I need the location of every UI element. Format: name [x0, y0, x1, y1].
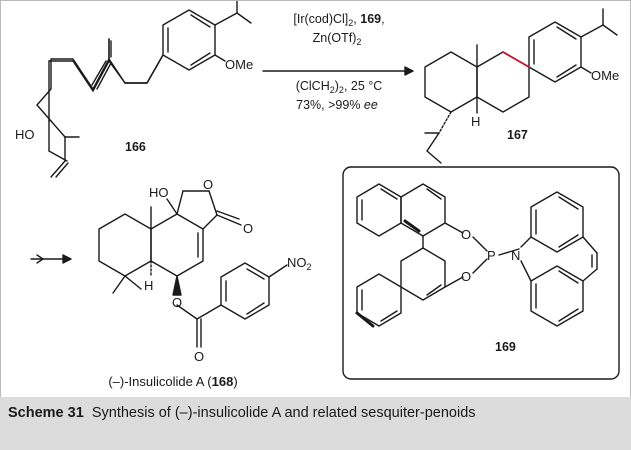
ligand-169-n-label: N: [511, 248, 520, 263]
compound-166-structure: [48, 1, 252, 162]
compound-168-h-label: H: [144, 278, 153, 293]
compound-166-ome-label: OMe: [225, 57, 253, 72]
ligand-169-p-label: P: [487, 248, 496, 263]
reaction-arrow: [262, 66, 414, 76]
conditions-line-3: (ClCH2)2, 25 °C: [296, 79, 383, 95]
ligand-169-box: [342, 166, 620, 380]
caption-text: Synthesis of (–)-insulicolide A and rela…: [91, 405, 476, 421]
scheme-drawing: OMe HO 166 [Ir(cod)Cl]2, 169, Zn(OTf)2 (…: [15, 1, 620, 389]
compound-168-name: (–)-Insulicolide A (168): [108, 374, 237, 389]
conditions-line-4: 73%, >99% ee: [296, 98, 378, 112]
compound-168-carbonyl-o-label: O: [243, 221, 253, 236]
compound-167-h-label: H: [471, 114, 480, 129]
scheme-caption: Scheme 31 Synthesis of (–)-insulicolide …: [0, 397, 631, 450]
conditions-line-2: Zn(OTf)2: [313, 31, 362, 47]
compound-166-chain: [36, 38, 164, 178]
compound-167-ome-label: OMe: [591, 68, 619, 83]
compound-168-acyl-o-label: O: [194, 349, 204, 364]
ligand-169-o-top-label: O: [461, 227, 471, 242]
compound-168-ester-o-label: O: [172, 295, 182, 310]
ligand-169-number: 169: [495, 340, 516, 354]
compound-168-structure: [98, 190, 288, 348]
ligand-169-o-bottom-label: O: [461, 269, 471, 284]
compound-168-nitro-label: NO2: [287, 255, 312, 272]
scheme-figure: OMe HO 166 [Ir(cod)Cl]2, 169, Zn(OTf)2 (…: [0, 0, 631, 397]
new-bond-highlight: [502, 51, 530, 68]
conditions-line-1: [Ir(cod)Cl]2, 169,: [293, 12, 384, 28]
caption-label: Scheme 31: [8, 405, 84, 421]
compound-167-number: 167: [507, 128, 528, 142]
compound-166-number: 166: [125, 140, 146, 154]
compound-168-ho-label: HO: [149, 185, 169, 200]
multistep-arrow: [30, 254, 72, 264]
compound-168-ring-o-label: O: [203, 177, 213, 192]
compound-166-ho-label: HO: [15, 127, 35, 142]
ligand-169-structure: [355, 183, 598, 328]
